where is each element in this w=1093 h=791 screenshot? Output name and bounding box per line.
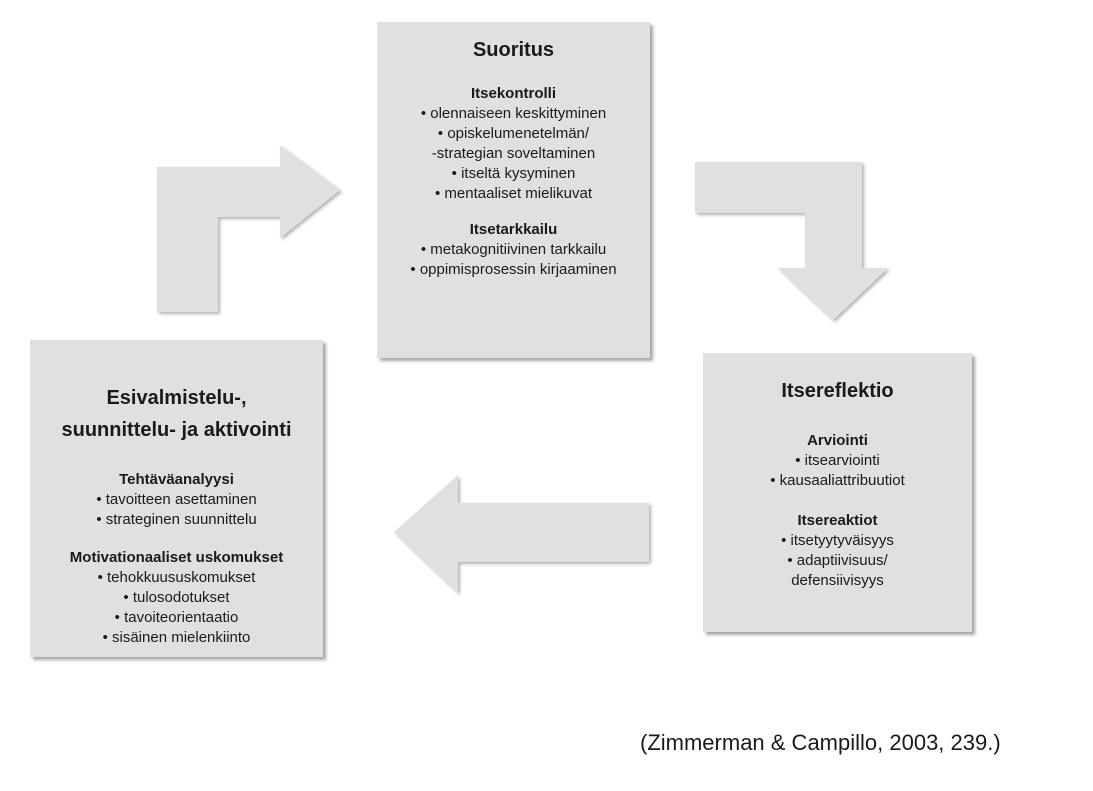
list-item: • tavoitteen asettaminen bbox=[96, 491, 257, 508]
list-item: • adaptiivisuus/ bbox=[787, 552, 888, 569]
list-item: • itsearviointi bbox=[795, 452, 880, 469]
bent-arrow-right-down bbox=[695, 162, 888, 320]
box-title-line1: Esivalmistelu-, bbox=[106, 387, 247, 409]
box-title: Itsereflektio bbox=[781, 380, 894, 402]
list-item: • tehokkuususkomukset bbox=[97, 569, 256, 586]
list-item: • tulosodotukset bbox=[123, 589, 230, 606]
section-heading: Itsekontrolli bbox=[470, 85, 556, 102]
section-heading: Tehtäväanalyysi bbox=[119, 471, 234, 488]
arrow-left bbox=[394, 475, 649, 593]
list-item: • tavoiteorientaatio bbox=[114, 609, 239, 626]
list-item: • kausaaliattribuutiot bbox=[770, 472, 905, 489]
list-item: • olennaiseen keskittyminen bbox=[420, 105, 607, 122]
list-item: • metakognitiivinen tarkkailu bbox=[420, 241, 607, 258]
list-item: • oppimisprosessin kirjaaminen bbox=[410, 261, 617, 278]
section-heading: Arviointi bbox=[807, 432, 868, 449]
list-item: • itseltä kysyminen bbox=[451, 165, 576, 182]
box-title: Suoritus bbox=[472, 39, 555, 61]
list-item: • mentaaliset mielikuvat bbox=[435, 185, 592, 202]
section-heading: Itsetarkkailu bbox=[469, 221, 558, 238]
bent-arrow-up-right bbox=[157, 145, 340, 312]
performance-box: Suoritus Itsekontrolli • olennaiseen kes… bbox=[377, 22, 650, 358]
list-item: • strateginen suunnittelu bbox=[96, 511, 257, 528]
list-item: • itsetyytyväisyys bbox=[781, 532, 894, 549]
forethought-box: Esivalmistelu-, suunnittelu- ja aktivoin… bbox=[30, 340, 323, 657]
reflection-box: Itsereflektio Arviointi • itsearviointi … bbox=[703, 353, 972, 632]
list-item: • sisäinen mielenkiinto bbox=[102, 629, 251, 646]
section-heading: Itsereaktiot bbox=[797, 512, 878, 529]
list-item: -strategian soveltaminen bbox=[431, 145, 596, 162]
section-heading: Motivationaaliset uskomukset bbox=[69, 549, 284, 566]
citation: (Zimmerman & Campillo, 2003, 239.) bbox=[640, 730, 1001, 755]
box-title-line2: suunnittelu- ja aktivointi bbox=[61, 419, 292, 441]
list-item: defensiivisyys bbox=[791, 572, 884, 589]
list-item: • opiskelumenetelmän/ bbox=[437, 125, 590, 142]
